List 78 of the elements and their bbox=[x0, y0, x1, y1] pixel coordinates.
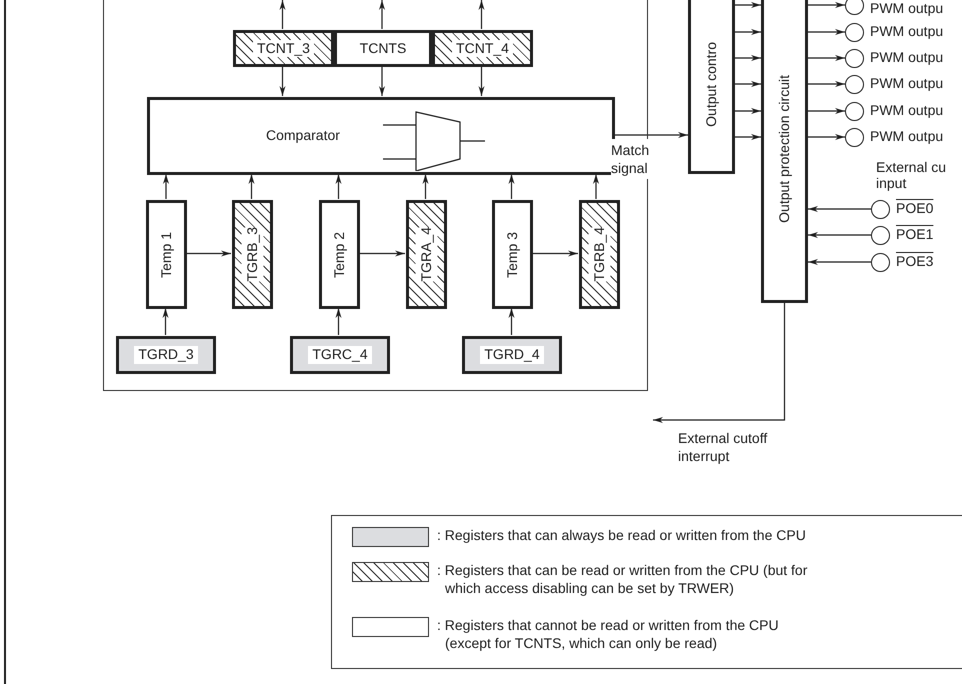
arrow bbox=[735, 29, 761, 35]
arrow bbox=[508, 308, 514, 335]
arrow bbox=[808, 206, 871, 212]
note-text: External cu input bbox=[876, 159, 948, 192]
arrow bbox=[614, 132, 688, 138]
arrow bbox=[808, 232, 871, 238]
pin-name: PWM outpu bbox=[870, 129, 944, 143]
register-name: TGRB_3 bbox=[242, 227, 264, 282]
arrow bbox=[336, 174, 342, 199]
arrow bbox=[508, 174, 514, 199]
register-box bbox=[116, 336, 216, 374]
register-name: Temp 2 bbox=[330, 232, 348, 278]
register-box bbox=[579, 200, 620, 309]
pin-name: PWM outpu bbox=[870, 76, 944, 90]
register-name: TCNT_4 bbox=[452, 40, 513, 58]
arrow bbox=[248, 174, 254, 199]
arrow bbox=[808, 2, 845, 8]
pin-name: POE3 bbox=[896, 254, 934, 268]
arrow bbox=[379, 66, 385, 96]
register-name: TGRD_4 bbox=[480, 346, 544, 364]
register-name: TCNT_3 bbox=[253, 40, 314, 58]
arrow bbox=[359, 250, 405, 256]
arrow bbox=[422, 174, 428, 199]
register-name: TGRC_4 bbox=[308, 346, 372, 364]
register-name: TGRA_4 bbox=[416, 227, 438, 282]
arrow bbox=[478, 0, 484, 29]
arrow bbox=[808, 55, 845, 61]
arrow bbox=[532, 250, 578, 256]
arrow bbox=[163, 174, 169, 199]
arrow bbox=[186, 250, 231, 256]
arrow bbox=[735, 55, 761, 61]
arrow bbox=[280, 66, 286, 96]
register-box bbox=[334, 30, 432, 67]
arrow bbox=[808, 259, 871, 265]
arrow bbox=[653, 303, 786, 423]
register-box bbox=[432, 30, 533, 67]
register-box bbox=[233, 30, 334, 67]
register-box bbox=[146, 200, 187, 309]
arrow bbox=[379, 0, 385, 29]
register-box bbox=[492, 200, 533, 309]
register-box bbox=[406, 200, 447, 309]
arrow bbox=[808, 134, 845, 140]
circuit-block bbox=[688, 0, 735, 174]
register-box bbox=[462, 336, 562, 374]
legend-text: : Registers that can be read or written from the CPU (but for which access disabling can be set by TRWER) bbox=[437, 561, 808, 598]
arrow bbox=[808, 29, 845, 35]
arrow bbox=[478, 66, 484, 96]
block-label: Output contro bbox=[702, 42, 720, 127]
register-name: TCNTS bbox=[360, 40, 406, 58]
register-name: Temp 1 bbox=[158, 232, 175, 278]
arrow bbox=[280, 0, 286, 29]
block-label: Output protection circuit bbox=[776, 75, 793, 223]
arrow bbox=[336, 308, 342, 335]
pin-name: POE0 bbox=[896, 201, 934, 215]
module-outline bbox=[103, 0, 648, 391]
pin-name: POE1 bbox=[896, 227, 934, 241]
pin-name: PWM outpu bbox=[870, 103, 944, 117]
arrow bbox=[735, 81, 761, 87]
pin-name: PWM outpu bbox=[870, 1, 944, 15]
arrow bbox=[735, 134, 761, 140]
arrow bbox=[162, 308, 168, 335]
arrow bbox=[735, 2, 761, 8]
arrow bbox=[808, 81, 845, 87]
register-name: TGRD_3 bbox=[134, 346, 198, 364]
circuit-block bbox=[761, 0, 808, 303]
register-name: TGRB_4 bbox=[588, 227, 610, 282]
pin-name: PWM outpu bbox=[870, 24, 944, 38]
block-label: Comparator bbox=[266, 127, 340, 144]
arrow bbox=[735, 108, 761, 114]
register-box bbox=[290, 336, 390, 374]
register-name: Temp 3 bbox=[504, 232, 521, 278]
pin-name: PWM outpu bbox=[870, 50, 944, 64]
arrow bbox=[808, 108, 845, 114]
legend-text: : Registers that cannot be read or written from the CPU (except for TCNTS, which can only be read) bbox=[437, 616, 780, 652]
arrow bbox=[593, 174, 599, 199]
register-box bbox=[319, 200, 360, 309]
register-box bbox=[232, 200, 273, 309]
legend-text: : Registers that can always be read or written from the CPU bbox=[437, 526, 807, 544]
